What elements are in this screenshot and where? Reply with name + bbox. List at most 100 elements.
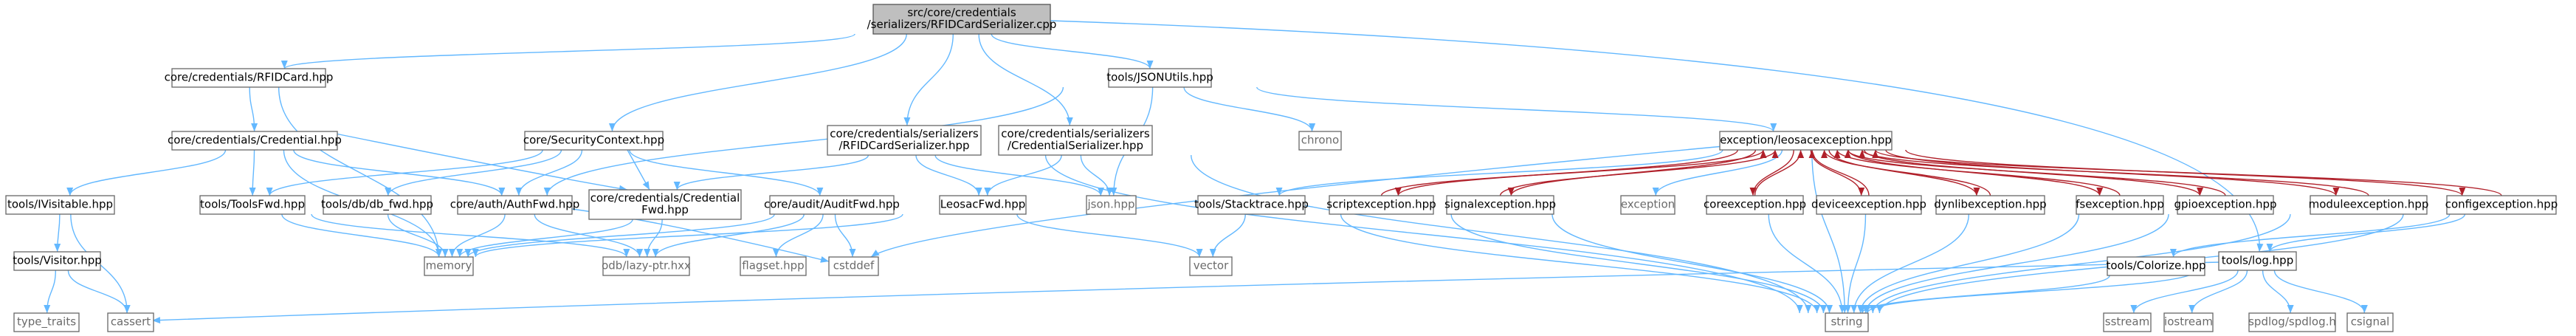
edge-auditfwd-to-cstddef — [834, 213, 856, 258]
node-rfidcard[interactable]: core/credentials/RFIDCard.hpp — [165, 68, 334, 88]
node-dynlibexc[interactable]: dynlibexception.hpp — [1934, 195, 2047, 215]
node-visitor[interactable]: tools/Visitor.hpp — [13, 251, 102, 271]
edge-log-to-csignal — [2273, 270, 2368, 314]
edge-rfidser-to-credfwd — [673, 154, 869, 191]
node-credential[interactable]: core/credentials/Credential.hpp — [168, 131, 342, 151]
node-cassert[interactable]: cassert — [107, 312, 154, 332]
node-box — [107, 312, 154, 332]
edge-visitor-to-typetraits — [44, 270, 57, 314]
node-label: /CredentialSerializer.hpp — [1008, 139, 1143, 152]
node-box — [588, 189, 742, 220]
node-json[interactable]: json.hpp — [1086, 195, 1137, 215]
node-box — [2076, 195, 2164, 215]
node-box — [2177, 195, 2274, 215]
node-coreexc[interactable]: coreexception.hpp — [1704, 195, 1806, 215]
edge-dynlibexc-to-string — [1850, 213, 1970, 314]
edge-stacktrace-to-string — [1340, 213, 1821, 314]
node-scriptexc[interactable]: scriptexception.hpp — [1326, 195, 1436, 215]
node-colorize[interactable]: tools/Colorize.hpp — [2106, 256, 2206, 276]
node-log[interactable]: tools/log.hpp — [2218, 251, 2297, 271]
node-root[interactable]: src/core/credentials/serializers/RFIDCar… — [867, 4, 1057, 35]
node-memory[interactable]: memory — [424, 256, 474, 276]
node-label: src/core/credentials — [907, 6, 1016, 19]
node-box — [2310, 195, 2428, 215]
node-lazyptr[interactable]: odb/lazy-ptr.hxx — [602, 256, 691, 276]
edge-jsonutils-to-authfwd — [543, 86, 1064, 196]
edge-toolsfwd-to-memory — [281, 213, 443, 258]
node-label: coreexception.hpp — [1704, 198, 1806, 211]
node-box — [2163, 312, 2214, 332]
node-box — [13, 312, 80, 332]
node-label: core/credentials/serializers — [830, 127, 979, 140]
node-label: vector — [1194, 259, 1229, 272]
node-label: tools/ToolsFwd.hpp — [200, 198, 305, 211]
node-toolsfwd[interactable]: tools/ToolsFwd.hpp — [199, 195, 306, 215]
node-label: csignal — [2351, 315, 2390, 329]
node-spdlog[interactable]: spdlog/spdlog.h — [2248, 312, 2336, 332]
node-chrono[interactable]: chrono — [1298, 131, 1342, 151]
edge-fsexc-to-leosacexc — [1833, 149, 2121, 196]
node-label: cstddef — [833, 259, 875, 272]
node-signalexc[interactable]: signalexception.hpp — [1444, 195, 1556, 215]
node-label: configexception.hpp — [2445, 198, 2558, 211]
node-stacktrace[interactable]: tools/Stacktrace.hpp — [1194, 195, 1309, 215]
edge-dbfwd-to-memory — [387, 213, 449, 258]
node-box — [1446, 195, 1554, 215]
node-label: flagset.hpp — [742, 259, 804, 272]
node-iostream[interactable]: iostream — [2163, 312, 2214, 332]
node-moduleexc[interactable]: moduleexception.hpp — [2309, 195, 2429, 215]
edge-seccontext-to-toolsfwd — [266, 149, 543, 196]
node-rfidser[interactable]: core/credentials/serializers/RFIDCardSer… — [827, 125, 982, 156]
node-auditfwd[interactable]: core/audit/AuditFwd.hpp — [764, 195, 900, 215]
node-label: spdlog/spdlog.h — [2248, 315, 2336, 329]
edge-jsonutils-to-leosacexc — [1256, 86, 1777, 132]
node-label: string — [1831, 315, 1862, 329]
node-ivisitable[interactable]: tools/IVisitable.hpp — [5, 195, 115, 215]
node-label: tools/IVisitable.hpp — [7, 198, 113, 211]
edge-rfidser-to-string — [1044, 154, 1803, 314]
node-fsexc[interactable]: fsexception.hpp — [2076, 195, 2164, 215]
node-box — [171, 68, 326, 88]
edge-authfwd-to-lazyptr — [534, 213, 644, 258]
node-label: tools/db/db_fwd.hpp — [321, 198, 433, 212]
node-box — [524, 131, 664, 151]
node-dbfwd[interactable]: tools/db/db_fwd.hpp — [321, 195, 433, 215]
node-box — [2446, 195, 2557, 215]
node-seccontext[interactable]: core/SecurityContext.hpp — [523, 131, 664, 151]
node-label: core/SecurityContext.hpp — [523, 134, 664, 147]
node-exception[interactable]: exception — [1620, 195, 1676, 215]
node-typetraits[interactable]: type_traits — [13, 312, 80, 332]
edge-credser-to-string — [1191, 154, 1812, 314]
node-gpioexc[interactable]: gpioexception.hpp — [2174, 195, 2277, 215]
edges-layer — [44, 20, 2502, 324]
edge-signalexc-to-leosacexc — [1499, 149, 1779, 196]
node-string[interactable]: string — [1825, 312, 1869, 332]
node-jsonutils[interactable]: tools/JSONUtils.hpp — [1106, 68, 1213, 88]
node-leosacexc[interactable]: exception/leosacexception.hpp — [1719, 131, 1893, 151]
node-label: core/credentials/RFIDCard.hpp — [165, 71, 334, 84]
node-cstddef[interactable]: cstddef — [828, 256, 879, 276]
node-csignal[interactable]: csignal — [2346, 312, 2394, 332]
edge-credser-to-json — [1080, 154, 1113, 196]
node-leosacfwd[interactable]: LeosacFwd.hpp — [939, 195, 1027, 215]
edge-toolsfwd-to-lazyptr — [311, 213, 630, 258]
node-label: tools/Colorize.hpp — [2106, 259, 2205, 272]
node-deviceexc[interactable]: deviceexception.hpp — [1811, 195, 1926, 215]
node-label: exception — [1621, 198, 1675, 211]
node-label: core/credentials/Credential — [590, 191, 740, 205]
node-flagset[interactable]: flagset.hpp — [740, 256, 807, 276]
node-label: iostream — [2164, 315, 2213, 329]
node-configexc[interactable]: configexception.hpp — [2445, 195, 2558, 215]
node-box — [828, 256, 879, 276]
node-label: exception/leosacexception.hpp — [1720, 134, 1892, 147]
node-label: tools/JSONUtils.hpp — [1106, 71, 1213, 84]
node-credser[interactable]: core/credentials/serializers/CredentialS… — [998, 125, 1153, 156]
node-sstream[interactable]: sstream — [2103, 312, 2152, 332]
node-authfwd[interactable]: core/auth/AuthFwd.hpp — [450, 195, 580, 215]
edge-root-to-log — [1050, 20, 2264, 253]
edge-log-to-spdlog — [2262, 270, 2294, 314]
edge-signalexc-to-string — [1552, 213, 1833, 314]
edge-configexc-to-leosacexc — [1872, 149, 2502, 196]
node-vector[interactable]: vector — [1189, 256, 1233, 276]
